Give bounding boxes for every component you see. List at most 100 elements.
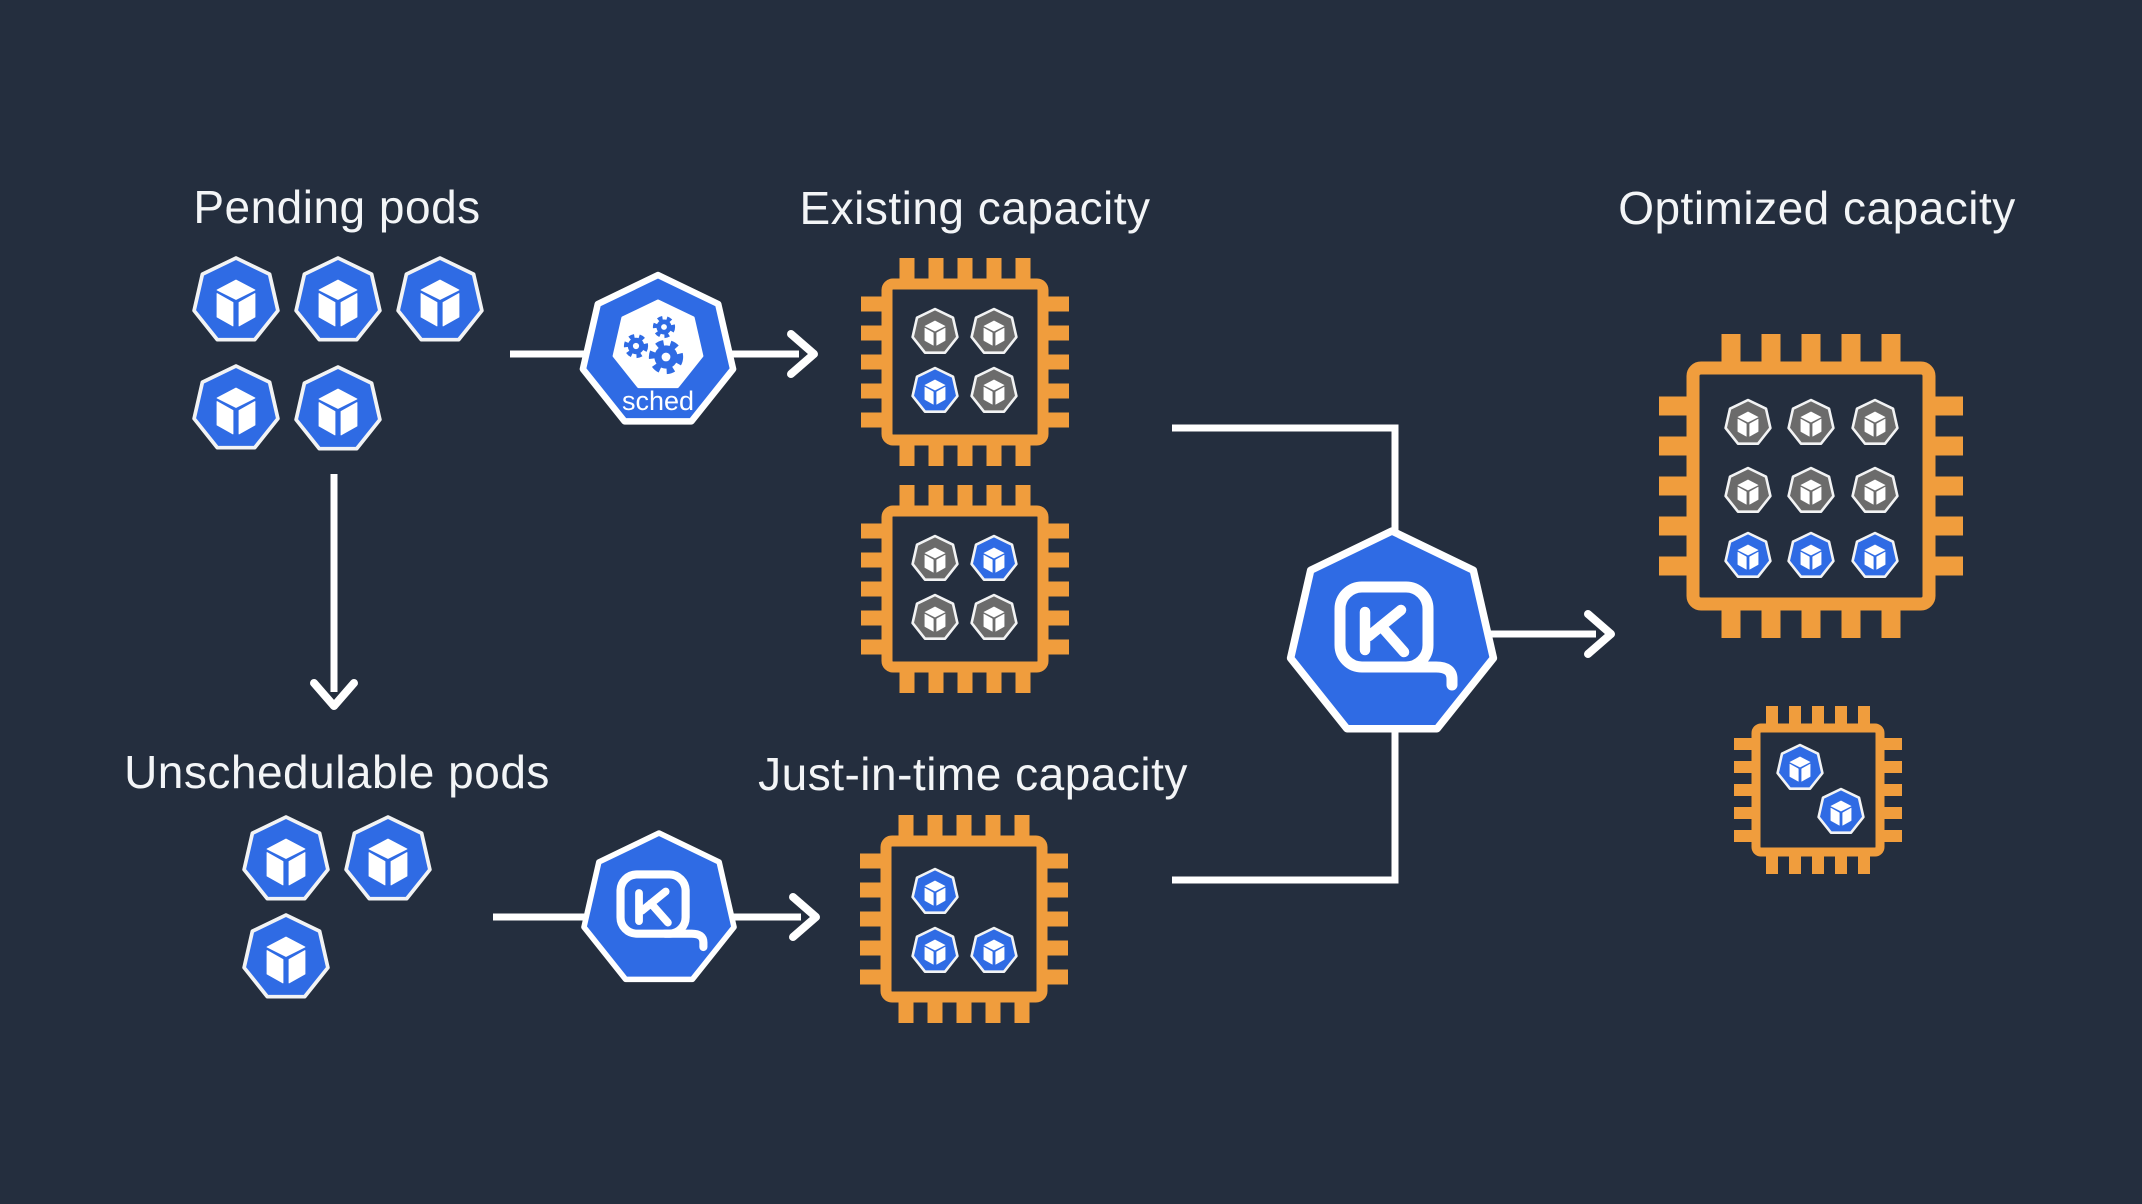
cube-icon [1800, 418, 1810, 437]
cube-icon [983, 606, 1005, 618]
cube-icon [995, 554, 1005, 573]
letter-k-icon [1359, 604, 1410, 658]
optimized-node-large [1659, 334, 1963, 638]
cube-icon [936, 946, 946, 965]
cube-icon [983, 939, 1005, 951]
pod-blue [970, 926, 1018, 974]
chip-body [1686, 361, 1936, 611]
cube-icon [983, 379, 1005, 391]
pod-blue [242, 815, 330, 901]
pod-blue [242, 913, 330, 999]
chip-body [881, 505, 1049, 673]
pod-group-unschedulable [242, 815, 432, 999]
pod-blue [911, 366, 959, 414]
cube-icon [995, 946, 1005, 965]
cube-icon [266, 936, 306, 957]
cube-icon [983, 547, 1005, 559]
cube-icon [924, 547, 946, 559]
pod-blue [1851, 531, 1899, 579]
cube-icon [924, 386, 934, 405]
cube-icon [924, 554, 934, 573]
pod-gray [1787, 466, 1835, 514]
cube-icon [216, 293, 234, 327]
pod-blue [192, 256, 280, 342]
cube-icon [1800, 551, 1810, 570]
cube-icon [1800, 411, 1822, 423]
cube-icon [368, 838, 408, 859]
arrowhead-icon [1584, 610, 1615, 658]
cube-icon [266, 838, 306, 859]
cube-icon [1812, 551, 1822, 570]
arrowhead-icon [310, 679, 358, 710]
cube-icon [1864, 551, 1874, 570]
cube-icon [936, 887, 946, 906]
cube-icon [266, 950, 284, 984]
kube-scheduler-icon: sched [579, 271, 737, 425]
cube-icon [1842, 807, 1852, 826]
chip-pins [1734, 706, 1902, 874]
pod-group-pending [192, 256, 484, 451]
chip-body [881, 278, 1049, 446]
cube-icon [1749, 551, 1759, 570]
arrowhead-icon [787, 330, 818, 378]
cube-icon [924, 320, 946, 332]
cube-icon [238, 401, 256, 435]
cube-icon [924, 327, 934, 346]
arrowhead-icon [789, 893, 820, 941]
cube-icon [1800, 544, 1822, 556]
pod-gray [1724, 398, 1772, 446]
existing-node-2 [861, 485, 1069, 693]
scheduler-label: sched [622, 386, 694, 416]
tape-measure-icon [616, 870, 690, 938]
cube-icon [1737, 544, 1759, 556]
cube-icon [924, 613, 934, 632]
pod-gray [1724, 466, 1772, 514]
cube-icon [936, 327, 946, 346]
pod-blue [294, 256, 382, 342]
pod-gray [970, 307, 1018, 355]
cube-icon [983, 386, 993, 405]
cube-icon [924, 939, 946, 951]
cube-icon [1737, 479, 1759, 491]
letter-k-icon [635, 887, 672, 927]
pod-blue [1776, 743, 1824, 791]
cube-icon [1801, 763, 1811, 782]
chip-pins [861, 258, 1069, 466]
cube-icon [216, 279, 256, 300]
pod-blue [911, 926, 959, 974]
cube-icon [1800, 486, 1810, 505]
label-just-in-time-capacity: Just-in-time capacity [758, 748, 1188, 800]
pod-blue [396, 256, 484, 342]
cube-icon [266, 852, 284, 886]
label-unschedulable-pods: Unschedulable pods [124, 746, 550, 798]
cube-icon [390, 852, 408, 886]
chip-body [1751, 723, 1885, 857]
existing-to-karpenter-elbow [1172, 424, 1399, 540]
cube-icon [1864, 411, 1886, 423]
cube-icon [936, 386, 946, 405]
cube-icon [995, 613, 1005, 632]
chip-pins [1659, 334, 1963, 638]
cube-icon [368, 852, 386, 886]
karpenter-to-jit-arrow [729, 893, 820, 941]
karpenter-icon-large [1286, 527, 1498, 733]
cube-icon [420, 279, 460, 300]
cube-icon [340, 402, 358, 436]
chip-body [880, 835, 1048, 1003]
cube-icon [924, 880, 946, 892]
existing-node-1 [861, 258, 1069, 466]
cube-icon [936, 554, 946, 573]
cube-icon [238, 293, 256, 327]
pod-gray [970, 366, 1018, 414]
cube-icon [983, 946, 993, 965]
pod-blue [294, 365, 382, 451]
cube-icon [983, 320, 1005, 332]
pod-gray [1851, 398, 1899, 446]
pending-to-unschedulable-arrow [310, 474, 358, 710]
cube-icon [936, 613, 946, 632]
cube-icon [924, 379, 946, 391]
karpenter-icon-small [581, 830, 737, 983]
tape-measure-icon [1334, 581, 1434, 673]
